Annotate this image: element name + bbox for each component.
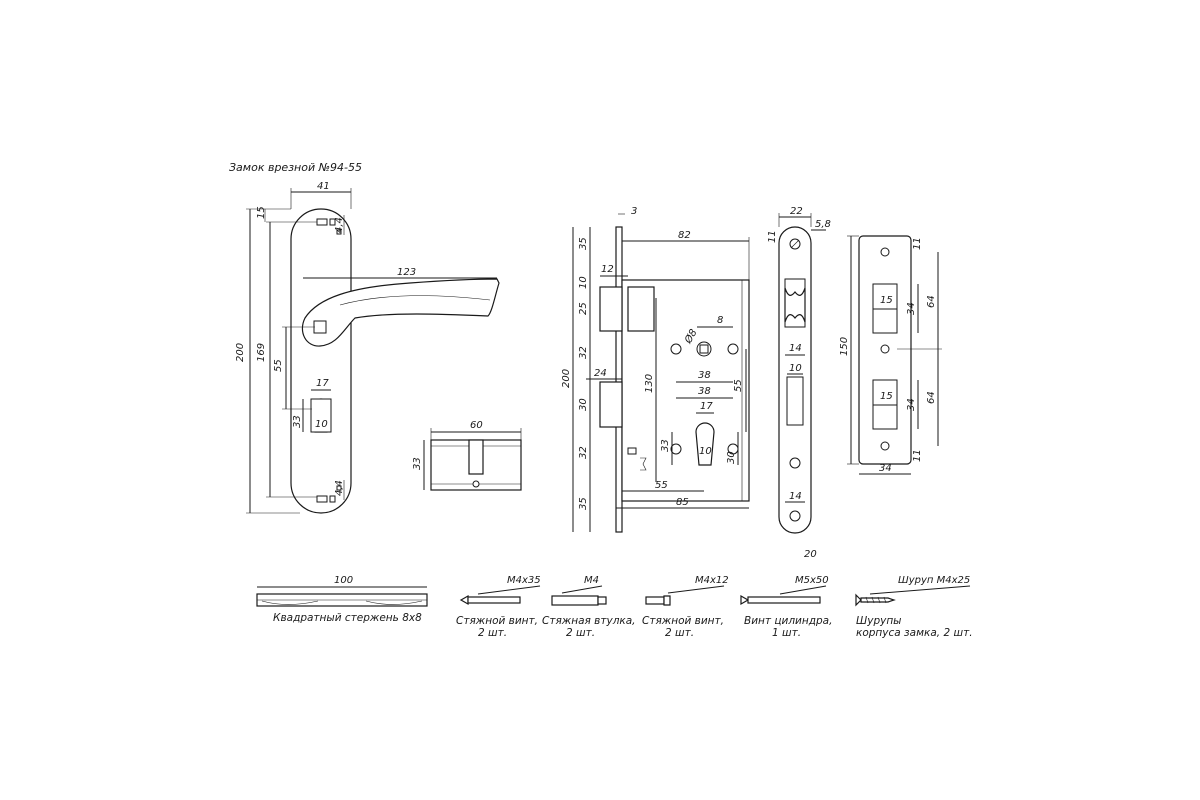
dim-8: 8: [717, 315, 723, 326]
dim-15-b: 15: [880, 391, 893, 402]
dim-34-a: 34: [906, 302, 917, 315]
dim-cyl-width: 17: [316, 378, 329, 389]
dim-200: 200: [561, 369, 572, 388]
dim-axis-cylinder: 55: [273, 359, 284, 372]
lock-body-view: 3 82 35 10 12 25 32 24 200 30 32 35 130 …: [561, 206, 750, 533]
dim-15-a: 15: [880, 295, 893, 306]
dim-85: 85: [676, 497, 689, 508]
accessory-wood-screw: Шуруп М4х25 Шурупы корпуса замка, 2 шт.: [855, 575, 973, 639]
screw-m4x12-caption-1: Стяжной винт,: [642, 615, 724, 627]
dim-33: 33: [660, 439, 671, 452]
dim-35-top: 35: [578, 237, 589, 250]
dim-screw-spacing: 169: [256, 343, 267, 362]
dim-20: 20: [804, 549, 817, 560]
screw-m4x35-spec: М4х35: [507, 575, 541, 586]
strike-plate-view: 11 15 34 64 150 15 34 64 11 34: [839, 235, 942, 475]
dim-34-width: 34: [879, 463, 892, 474]
dim-cylinder-length: 60: [470, 420, 483, 431]
screw-m5x50-caption-2: 1 шт.: [772, 627, 801, 639]
dim-30-left: 30: [578, 398, 589, 411]
dim-lever-length: 123: [397, 267, 416, 278]
dim-64-b: 64: [926, 391, 937, 404]
dim-32-a: 32: [578, 346, 589, 359]
dim-cyl-bottom: 10: [315, 419, 328, 430]
dim-38-b: 38: [698, 386, 711, 397]
drawing-title: Замок врезной №94-55: [229, 161, 362, 174]
accessory-screw-m4x12: М4х12 Стяжной винт, 2 шт.: [642, 575, 729, 639]
dim-25: 25: [578, 302, 589, 315]
dim-10-side: 10: [789, 363, 802, 374]
dim-faceplate: 3: [631, 206, 637, 217]
wood-screw-spec: Шуруп М4х25: [898, 575, 970, 586]
wood-screw-caption-2: корпуса замка, 2 шт.: [856, 627, 973, 639]
dim-11-bottom: 11: [912, 449, 923, 462]
dim-150: 150: [839, 337, 850, 356]
accessory-sleeve-m4: М4 Стяжная втулка, 2 шт.: [542, 575, 636, 639]
dim-hole-bottom: 4,4: [334, 480, 345, 496]
accessory-screw-m4x35: М4х35 Стяжной винт, 2 шт.: [456, 575, 541, 639]
dim-55-right: 55: [733, 379, 744, 392]
dim-38-a: 38: [698, 370, 711, 381]
dim-10-cyl: 10: [699, 446, 712, 457]
screw-m4x12-caption-2: 2 шт.: [665, 627, 694, 639]
screw-m4x12-spec: М4х12: [695, 575, 729, 586]
dim-cylinder-height: 33: [412, 457, 423, 470]
screw-m5x50-spec: М5х50: [795, 575, 829, 586]
sleeve-m4-caption-1: Стяжная втулка,: [542, 615, 636, 627]
sleeve-m4-caption-2: 2 шт.: [566, 627, 595, 639]
rod-length: 100: [334, 575, 353, 586]
dim-cyl-height: 33: [292, 415, 303, 428]
dim-11-side: 11: [767, 230, 778, 243]
dim-14-b: 14: [789, 491, 802, 502]
dim-depth: 82: [678, 230, 691, 241]
dim-30-right: 30: [726, 451, 737, 464]
dim-17: 17: [700, 401, 713, 412]
faceplate-side-view: 22 5,8 11 14 10 14 20: [767, 206, 831, 560]
dim-5-8: 5,8: [815, 219, 831, 230]
dim-32-b: 32: [578, 446, 589, 459]
rod-caption: Квадратный стержень 8х8: [273, 612, 422, 624]
accessory-screw-m5x50: М5х50 Винт цилиндра, 1 шт.: [740, 575, 832, 639]
dim-handle-width: 41: [317, 181, 330, 192]
sleeve-m4-spec: М4: [584, 575, 599, 586]
handle-view: 41 200 169 55 123 15 4,4 4,4 17 33 10: [235, 181, 500, 514]
dim-24: 24: [594, 368, 607, 379]
dim-55-bottom: 55: [655, 480, 668, 491]
cylinder-view: 60 33: [412, 420, 522, 491]
dim-64-a: 64: [926, 295, 937, 308]
dim-22: 22: [790, 206, 803, 217]
dim-11-top: 11: [912, 237, 923, 250]
dim-35-bottom: 35: [578, 497, 589, 510]
dim-handle-height: 200: [235, 343, 246, 362]
dim-top-offset: 15: [256, 206, 267, 219]
dim-10: 10: [578, 276, 589, 289]
accessory-square-rod: 100 Квадратный стержень 8х8: [256, 575, 428, 624]
wood-screw-caption-1: Шурупы: [856, 615, 901, 627]
screw-m4x35-caption-2: 2 шт.: [478, 627, 507, 639]
screw-m5x50-caption-1: Винт цилиндра,: [744, 615, 832, 627]
dim-130: 130: [644, 374, 655, 393]
dim-14-a: 14: [789, 343, 802, 354]
dim-hole-top: 4,4: [334, 217, 345, 233]
screw-m4x35-caption-1: Стяжной винт,: [456, 615, 538, 627]
dim-12: 12: [601, 264, 614, 275]
dim-34-b: 34: [906, 398, 917, 411]
